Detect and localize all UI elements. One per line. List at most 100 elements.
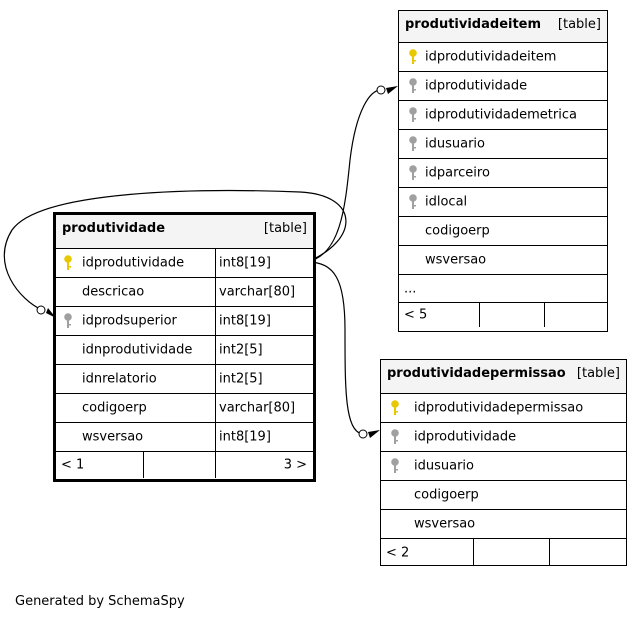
column-type: varchar[80] — [219, 284, 296, 300]
column-name: wsversao — [82, 429, 144, 445]
footer-parents: < 5 — [404, 307, 428, 323]
column-name: idprodutividadeitem — [425, 49, 557, 65]
table-name: produtividade — [62, 221, 166, 236]
column-name: idlocal — [425, 194, 468, 210]
column-name-cell: wsversao — [381, 510, 626, 538]
footer-parents: < 2 — [386, 545, 410, 560]
column-row[interactable]: wsversao int8[19] — [56, 423, 313, 452]
column-row[interactable]: idparceiro — [399, 159, 607, 188]
column-name-cell: idprodutividade — [399, 72, 607, 100]
column-name-cell: codigoerp — [381, 481, 626, 509]
foreign-key-icon — [391, 429, 399, 445]
column-type: int2[5] — [219, 342, 263, 358]
column-name: codigoerp — [414, 487, 479, 503]
foreign-key-icon — [391, 458, 399, 474]
column-row[interactable]: idprodutividadepermissao — [381, 394, 626, 423]
primary-key-icon — [409, 49, 417, 65]
column-name: descricao — [82, 284, 145, 300]
relationship-end-circle — [36, 305, 46, 315]
column-row[interactable]: idprodutividade — [381, 423, 626, 452]
column-row[interactable]: wsversao — [381, 510, 626, 539]
column-name: codigoerp — [425, 223, 490, 239]
column-name: idnprodutividade — [82, 342, 193, 358]
primary-key-icon — [64, 255, 72, 271]
relationship-end-circle — [376, 85, 386, 95]
generated-by-label: Generated by SchemaSpy — [15, 594, 185, 609]
column-row[interactable]: idusuario — [399, 130, 607, 159]
column-name: idusuario — [425, 136, 485, 152]
column-row[interactable]: wsversao — [399, 246, 607, 275]
column-type-cell: varchar[80] — [215, 278, 313, 306]
column-name-cell: idnrelatorio — [56, 365, 215, 393]
foreign-key-icon — [409, 194, 417, 210]
footer-parents: < 1 — [61, 457, 85, 473]
column-name-cell: descricao — [56, 278, 215, 306]
column-type-cell: int2[5] — [215, 365, 313, 393]
foreign-key-icon — [409, 78, 417, 94]
table-kind: [table] — [557, 17, 601, 32]
foreign-key-icon — [409, 107, 417, 123]
column-name-cell: idparceiro — [399, 159, 607, 187]
column-name: wsversao — [425, 252, 487, 268]
column-name-cell: wsversao — [399, 246, 607, 274]
relationship-arrow — [386, 86, 398, 94]
column-row[interactable]: idprodutividadeitem — [399, 43, 607, 72]
column-row[interactable]: idnprodutividade int2[5] — [56, 336, 313, 365]
column-name-cell: idprodutividademetrica — [399, 101, 607, 129]
table-footer: < 5 — [399, 303, 607, 327]
column-name-cell: idlocal — [399, 188, 607, 216]
column-name-cell: wsversao — [56, 423, 215, 451]
column-row[interactable]: codigoerp — [381, 481, 626, 510]
column-row[interactable]: idnrelatorio int2[5] — [56, 365, 313, 394]
column-type-cell: varchar[80] — [215, 394, 313, 422]
column-name: idprodsuperior — [82, 313, 177, 329]
column-name: idprodutividade — [425, 78, 528, 94]
primary-key-icon — [391, 400, 399, 416]
column-name-cell: codigoerp — [56, 394, 215, 422]
column-row[interactable]: idprodsuperior int8[19] — [56, 307, 313, 336]
column-name: idusuario — [414, 458, 474, 474]
relationship-arrow — [368, 430, 380, 438]
table-footer: < 2 — [381, 539, 626, 566]
table-header: produtividade [table] — [56, 215, 313, 249]
column-row[interactable]: descricao varchar[80] — [56, 278, 313, 307]
column-name-cell: codigoerp — [399, 217, 607, 245]
column-name-cell: idprodutividadeitem — [399, 43, 607, 71]
column-row[interactable]: idusuario — [381, 452, 626, 481]
table-name: produtividadepermissao — [387, 366, 566, 381]
column-row[interactable]: codigoerp — [399, 217, 607, 246]
table-kind: [table] — [576, 366, 620, 381]
ellipsis-text: ... — [404, 281, 417, 296]
table-kind: [table] — [263, 221, 307, 236]
column-name: codigoerp — [82, 400, 147, 416]
column-name-cell: idnprodutividade — [56, 336, 215, 364]
column-type: varchar[80] — [219, 400, 296, 416]
column-name: idnrelatorio — [82, 371, 157, 387]
column-name-cell: idprodutividade — [381, 423, 626, 451]
table-produtividadepermissao[interactable]: produtividadepermissao [table] idproduti… — [380, 359, 627, 566]
table-produtividadeitem[interactable]: produtividadeitem [table] idprodutividad… — [398, 10, 608, 332]
item-relationship-line — [306, 89, 382, 263]
column-row[interactable]: idprodutividademetrica — [399, 101, 607, 130]
table-header: produtividadeitem [table] — [399, 11, 607, 43]
column-type: int8[19] — [219, 429, 271, 445]
column-name-cell: idprodutividade — [56, 249, 215, 277]
column-type-cell: int8[19] — [215, 423, 313, 451]
column-row[interactable]: idlocal — [399, 188, 607, 217]
column-row[interactable]: idprodutividade — [399, 72, 607, 101]
column-name-cell: idusuario — [399, 130, 607, 158]
table-name: produtividadeitem — [405, 17, 542, 32]
footer-children: 3 > — [283, 457, 307, 473]
column-row[interactable]: codigoerp varchar[80] — [56, 394, 313, 423]
foreign-key-icon — [409, 136, 417, 152]
column-name: idparceiro — [425, 165, 490, 181]
column-name-cell: idusuario — [381, 452, 626, 480]
foreign-key-icon — [64, 313, 72, 329]
self-relationship-line — [3, 189, 347, 311]
permissao-relationship-line — [306, 261, 363, 435]
column-name: idprodutividade — [414, 429, 517, 445]
column-type-cell: int8[19] — [215, 307, 313, 335]
table-footer: < 1 3 > — [56, 452, 313, 478]
